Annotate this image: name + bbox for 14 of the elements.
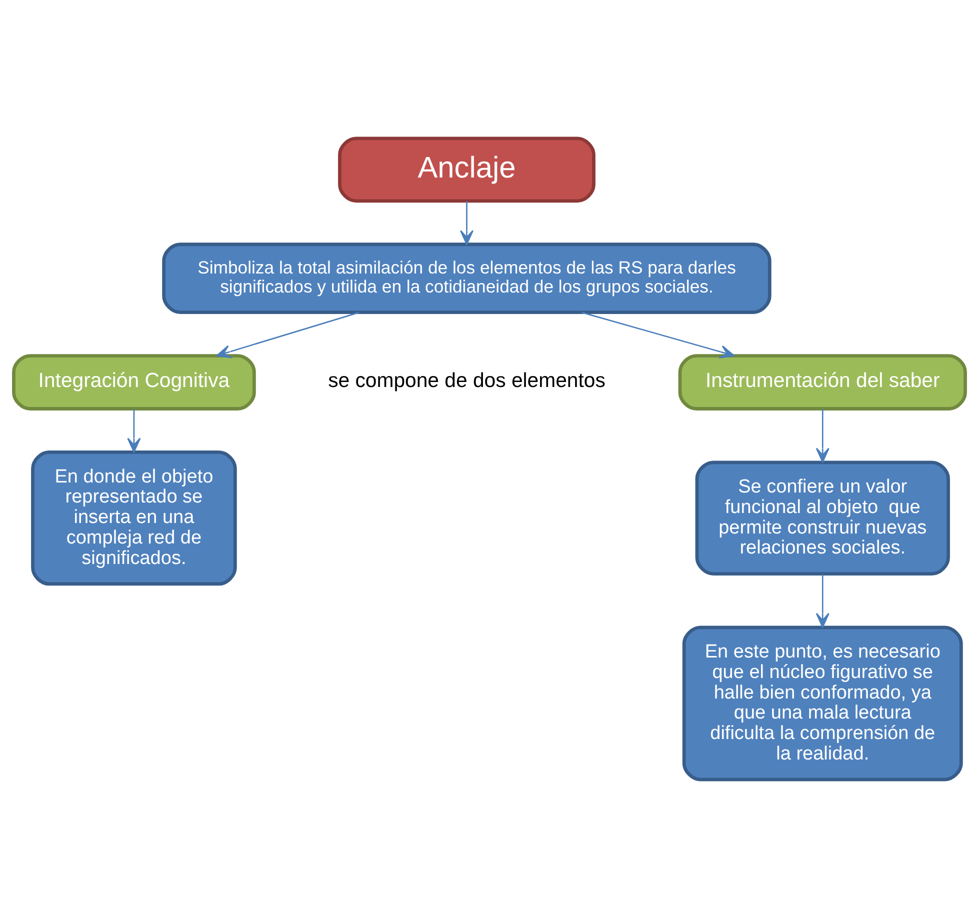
node-box: Integración Cognitiva [12, 354, 256, 410]
node-box: Simboliza la total asimilación de los elementos de las RS para darles significados y utilida en la cotidianeidad de los grupos sociales. [162, 242, 772, 314]
arrow [816, 408, 830, 462]
arrow [582, 311, 735, 358]
node-box: En donde el objeto representado se inserta en una compleja red de significados. [31, 450, 237, 586]
node-box: Anclaje [338, 136, 596, 202]
arrow [127, 408, 141, 452]
label: se compone de dos elementos [328, 370, 606, 392]
arrow [460, 200, 474, 244]
node-box: En este punto, es necesario que el núcleo figurativo se halle bien conformado, ya que una mala lectura dificulta la comprensión de la realidad. [682, 625, 963, 781]
arrow [816, 574, 830, 628]
node-box: Se confiere un valor funcional al objeto que permite construir nuevas relaciones sociales. [695, 460, 950, 575]
arrow [216, 311, 360, 358]
node-box: Instrumentación del saber [678, 354, 967, 410]
